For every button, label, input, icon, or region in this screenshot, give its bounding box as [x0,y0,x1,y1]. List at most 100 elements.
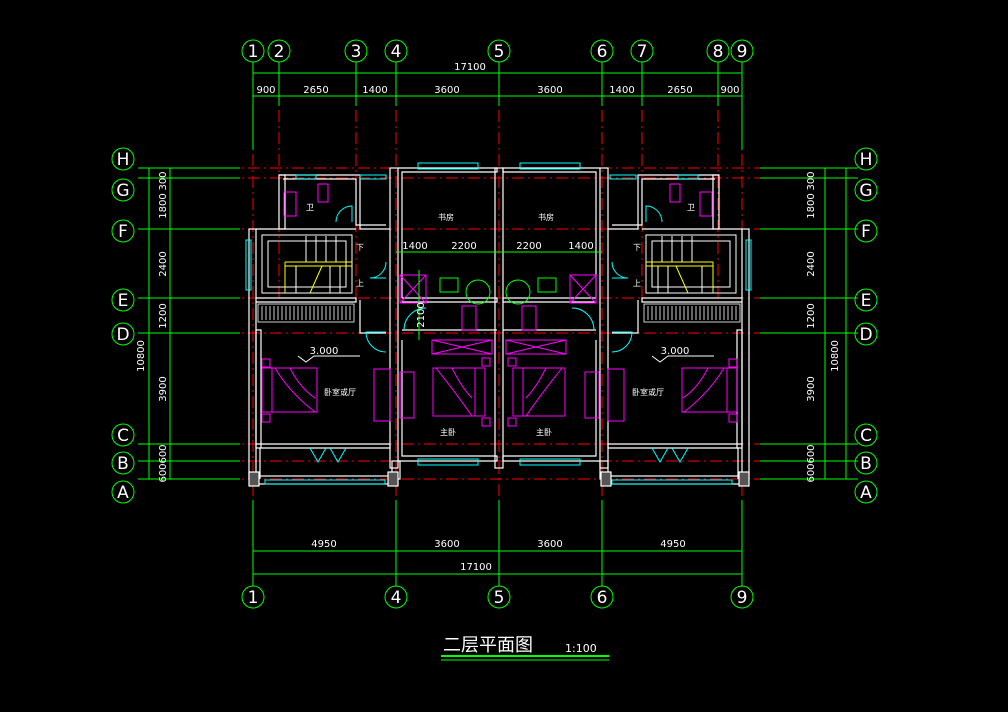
room-study-left: 书房 [438,212,454,222]
dim-left-seg-6: 600 [158,463,169,482]
interior-dimensions: 1400 2200 2200 1400 2100 [396,241,602,340]
dimensions-top: 17100 900 2650 1400 3600 3600 1400 2650 … [256,62,739,96]
title-main: 二层平面图 [443,635,533,656]
furniture [261,183,738,427]
axis-bubble-E-right: E [854,288,878,312]
stair-up-right: 上 [633,279,641,288]
svg-text:6: 6 [597,588,608,608]
dimension-lines [138,62,858,586]
axis-bubble-B-right: B [854,451,878,475]
axis-center-lines [160,88,840,500]
svg-text:D: D [116,325,129,345]
room-labels: 书房 书房 卧室或厅 卧室或厅 主卧 主卧 卫 卫 下 上 下 上 [306,203,695,437]
dim-right-total: 10800 [830,340,841,372]
dim-bottom-seg-1: 4950 [311,539,336,550]
svg-text:7: 7 [637,42,648,62]
axis-bubble-9-top: 9 [730,39,754,63]
dim-top-seg-7: 2650 [667,85,692,96]
dim-bottom-total: 17100 [460,562,492,573]
dim-right-seg-2: 1800 [806,193,817,218]
axis-bubble-A-left: A [111,480,135,504]
svg-text:E: E [861,291,872,311]
svg-text:D: D [859,325,872,345]
svg-text:E: E [118,291,129,311]
inner-dim-1: 1400 [402,241,427,252]
dim-left-seg-7: 600 [158,444,169,463]
grid-bubbles-bottom: 1 4 5 6 9 [241,585,754,609]
room-master-left: 主卧 [440,427,456,437]
svg-text:6: 6 [597,42,608,62]
axis-bubble-2-top: 2 [267,39,291,63]
svg-text:A: A [117,483,129,503]
dim-left-total: 10800 [136,340,147,372]
inner-dim-3: 2200 [516,241,541,252]
inner-dim-2: 2200 [451,241,476,252]
svg-text:C: C [117,426,129,446]
room-bedroom-left: 卧室或厅 [324,387,356,397]
dim-right-seg-4: 1200 [806,303,817,328]
grid-bubbles-top: 1 2 3 4 5 6 7 8 9 [241,39,754,63]
axis-bubble-5-top: 5 [487,39,511,63]
svg-text:5: 5 [494,42,505,62]
axis-bubble-6-bottom: 6 [590,585,614,609]
axis-bubble-4-top: 4 [384,39,408,63]
axis-bubble-F-left: F [111,219,135,243]
floor-levels: 3.000 3.000 [297,346,714,363]
svg-text:G: G [859,181,872,201]
svg-text:8: 8 [713,42,724,62]
svg-text:H: H [117,150,130,170]
axis-bubble-D-left: D [111,322,135,346]
stair-up-left: 上 [356,279,364,288]
svg-text:4: 4 [391,588,402,608]
axis-bubble-G-left: G [111,178,135,202]
axis-bubble-7-top: 7 [630,39,654,63]
svg-text:3: 3 [351,42,362,62]
dim-top-seg-2: 2650 [303,85,328,96]
axis-bubble-E-left: E [111,288,135,312]
svg-text:5: 5 [494,588,505,608]
room-wc-right: 卫 [687,203,695,212]
grid-bubbles-left: H G F E D C B A [111,147,135,504]
dim-right-seg-6: 600 [806,463,817,482]
svg-text:G: G [116,181,129,201]
dim-top-seg-1: 900 [256,85,275,96]
svg-text:F: F [118,222,128,242]
axis-bubble-5-bottom: 5 [487,585,511,609]
dim-top-seg-8: 900 [720,85,739,96]
dim-top-seg-6: 1400 [609,85,634,96]
dim-left-seg-1: 300 [158,171,169,190]
axis-bubble-C-right: C [854,423,878,447]
grid-bubbles-right: H G F E D C B A [854,147,878,504]
svg-text:B: B [860,454,872,474]
dim-left-seg-4: 1200 [158,303,169,328]
inner-dim-5: 2100 [416,302,427,327]
axis-bubble-9-bottom: 9 [730,585,754,609]
title-scale: 1:100 [565,642,597,655]
axis-bubble-A-right: A [854,480,878,504]
axis-bubble-4-bottom: 4 [384,585,408,609]
svg-text:4: 4 [391,42,402,62]
axis-bubble-1-top: 1 [241,39,265,63]
drawing-title: 二层平面图 1:100 [441,635,609,661]
dimensions-bottom: 4950 3600 3600 4950 17100 [311,539,685,573]
level-left: 3.000 [310,346,339,357]
dim-right-seg-7: 600 [806,444,817,463]
level-right: 3.000 [661,346,690,357]
axis-bubble-8-top: 8 [706,39,730,63]
dim-right-seg-1: 300 [806,171,817,190]
dim-left-seg-3: 2400 [158,251,169,276]
svg-text:F: F [861,222,871,242]
windows-and-doors [245,162,752,485]
axis-bubble-H-left: H [111,147,135,171]
axis-bubble-3-top: 3 [344,39,368,63]
dim-top-seg-5: 3600 [537,85,562,96]
dim-left-seg-2: 1800 [158,193,169,218]
wall-outlines [248,167,750,487]
dim-top-seg-4: 3600 [434,85,459,96]
axis-bubble-F-right: F [854,219,878,243]
svg-text:9: 9 [737,588,748,608]
svg-text:H: H [860,150,873,170]
axis-bubble-1-bottom: 1 [241,585,265,609]
svg-text:A: A [860,483,872,503]
